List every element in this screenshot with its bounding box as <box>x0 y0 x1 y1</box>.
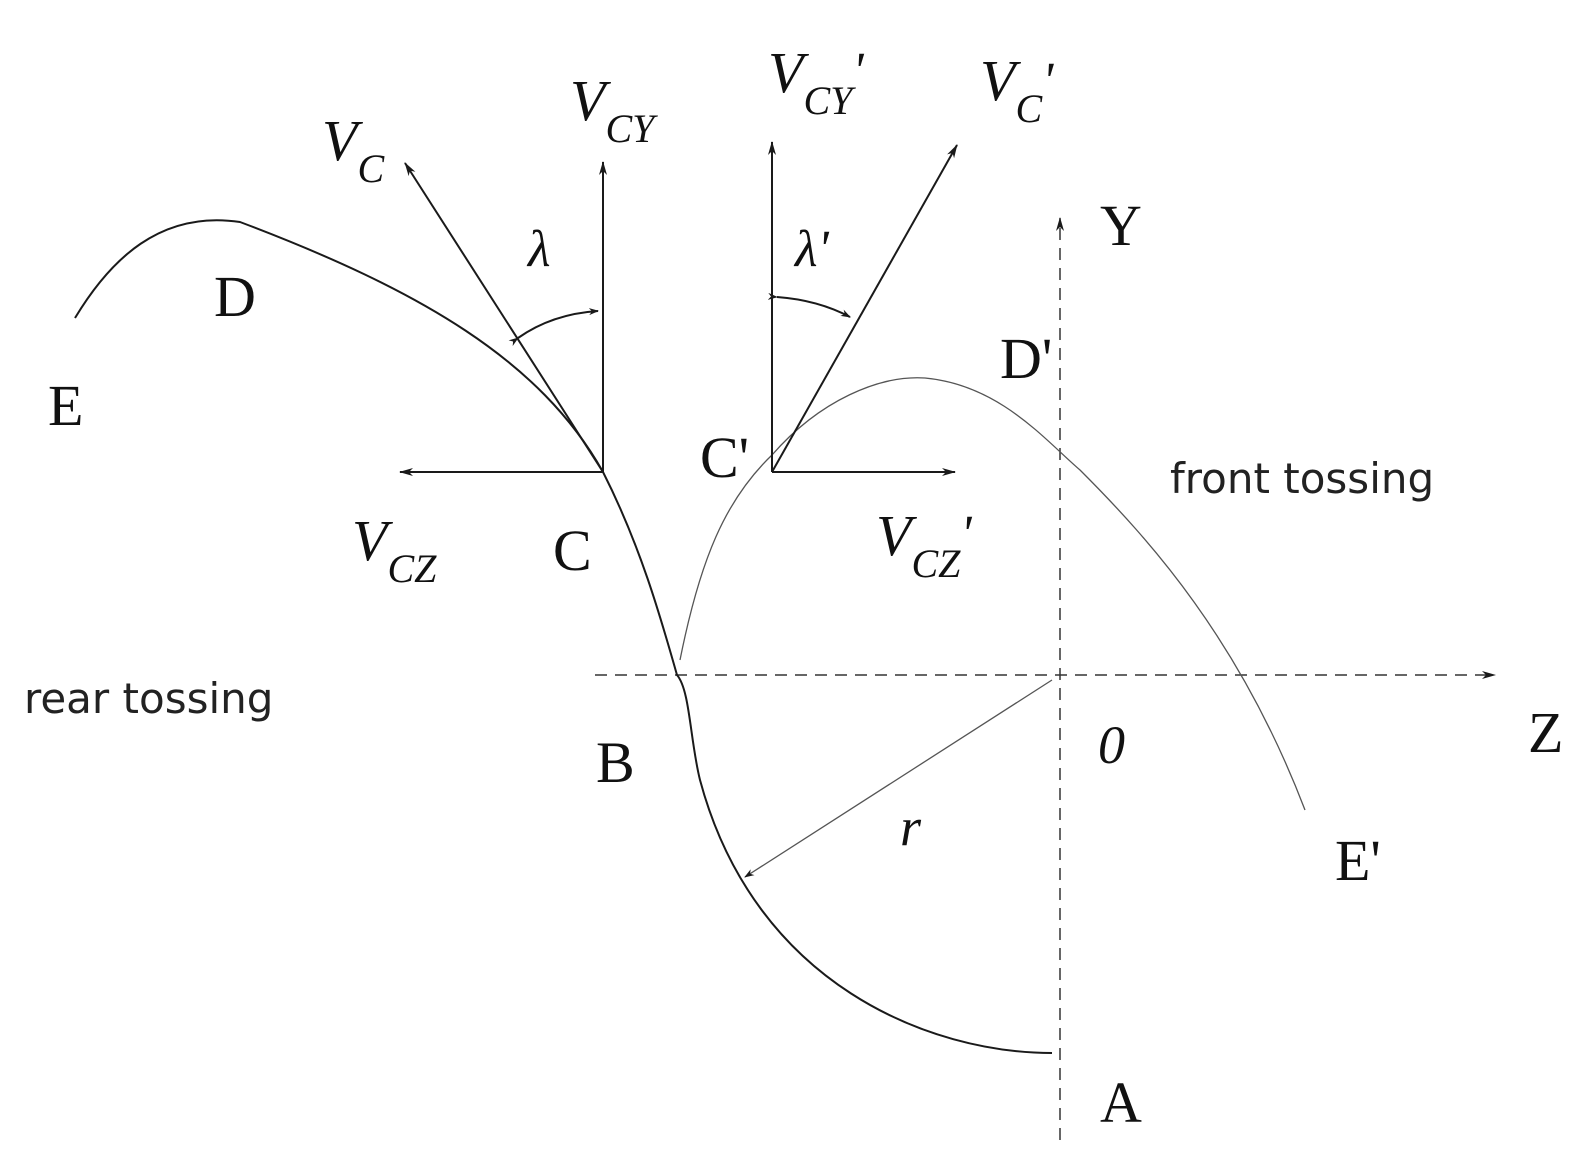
label-a: A <box>1100 1070 1142 1135</box>
label-c: C <box>553 518 592 583</box>
label-lambda: λ <box>526 221 551 278</box>
label-vc: VC <box>322 108 385 191</box>
label-o: 0 <box>1098 715 1125 775</box>
label-vc-sub: C <box>357 146 385 191</box>
label-vcz-sub: CZ <box>387 546 437 591</box>
label-vc-v: V <box>322 108 364 173</box>
label-d-prime: D' <box>1000 326 1052 391</box>
label-vcz-prime: VCZ' <box>876 503 972 586</box>
angle-lambda-arc <box>508 308 599 347</box>
label-vc-prime: VC' <box>980 48 1054 131</box>
label-vc-prime-mark: ' <box>1042 53 1054 110</box>
label-c-prime: C' <box>700 425 749 490</box>
label-r: r <box>900 797 922 857</box>
label-z: Z <box>1528 700 1563 765</box>
label-e-prime: E' <box>1335 828 1381 893</box>
label-vcy-prime-v: V <box>768 40 810 105</box>
label-vcy-prime-sub: CY <box>803 78 856 123</box>
label-vcz-v: V <box>352 508 394 573</box>
label-b: B <box>596 730 635 795</box>
label-vc-prime-v: V <box>980 48 1022 113</box>
label-vcy: VCY <box>570 68 658 151</box>
rear-tossing-curve <box>74 219 1053 1054</box>
caption-rear-tossing: rear tossing <box>24 674 273 723</box>
label-vc-prime-sub: C <box>1015 86 1043 131</box>
label-lambda-prime: λ' <box>793 221 830 278</box>
label-vcz: VCZ <box>352 508 437 591</box>
label-e: E <box>48 373 83 438</box>
radius-line <box>744 679 1053 878</box>
angle-lambda-prime-arc <box>767 292 851 318</box>
label-y: Y <box>1100 193 1142 258</box>
caption-front-tossing: front tossing <box>1170 454 1434 503</box>
label-vcz-prime-v: V <box>876 503 918 568</box>
label-vcy-prime-mark: ' <box>852 43 864 100</box>
front-tossing-curve <box>679 377 1306 811</box>
label-d: D <box>214 264 256 329</box>
label-vcy-v: V <box>570 68 612 133</box>
label-vcy-prime: VCY' <box>768 40 864 123</box>
vector-vc-prime <box>771 144 958 473</box>
label-vcy-sub: CY <box>605 106 658 151</box>
vector-vc <box>404 162 604 473</box>
label-vcz-prime-sub: CZ <box>911 541 961 586</box>
label-vcz-prime-mark: ' <box>960 506 972 563</box>
